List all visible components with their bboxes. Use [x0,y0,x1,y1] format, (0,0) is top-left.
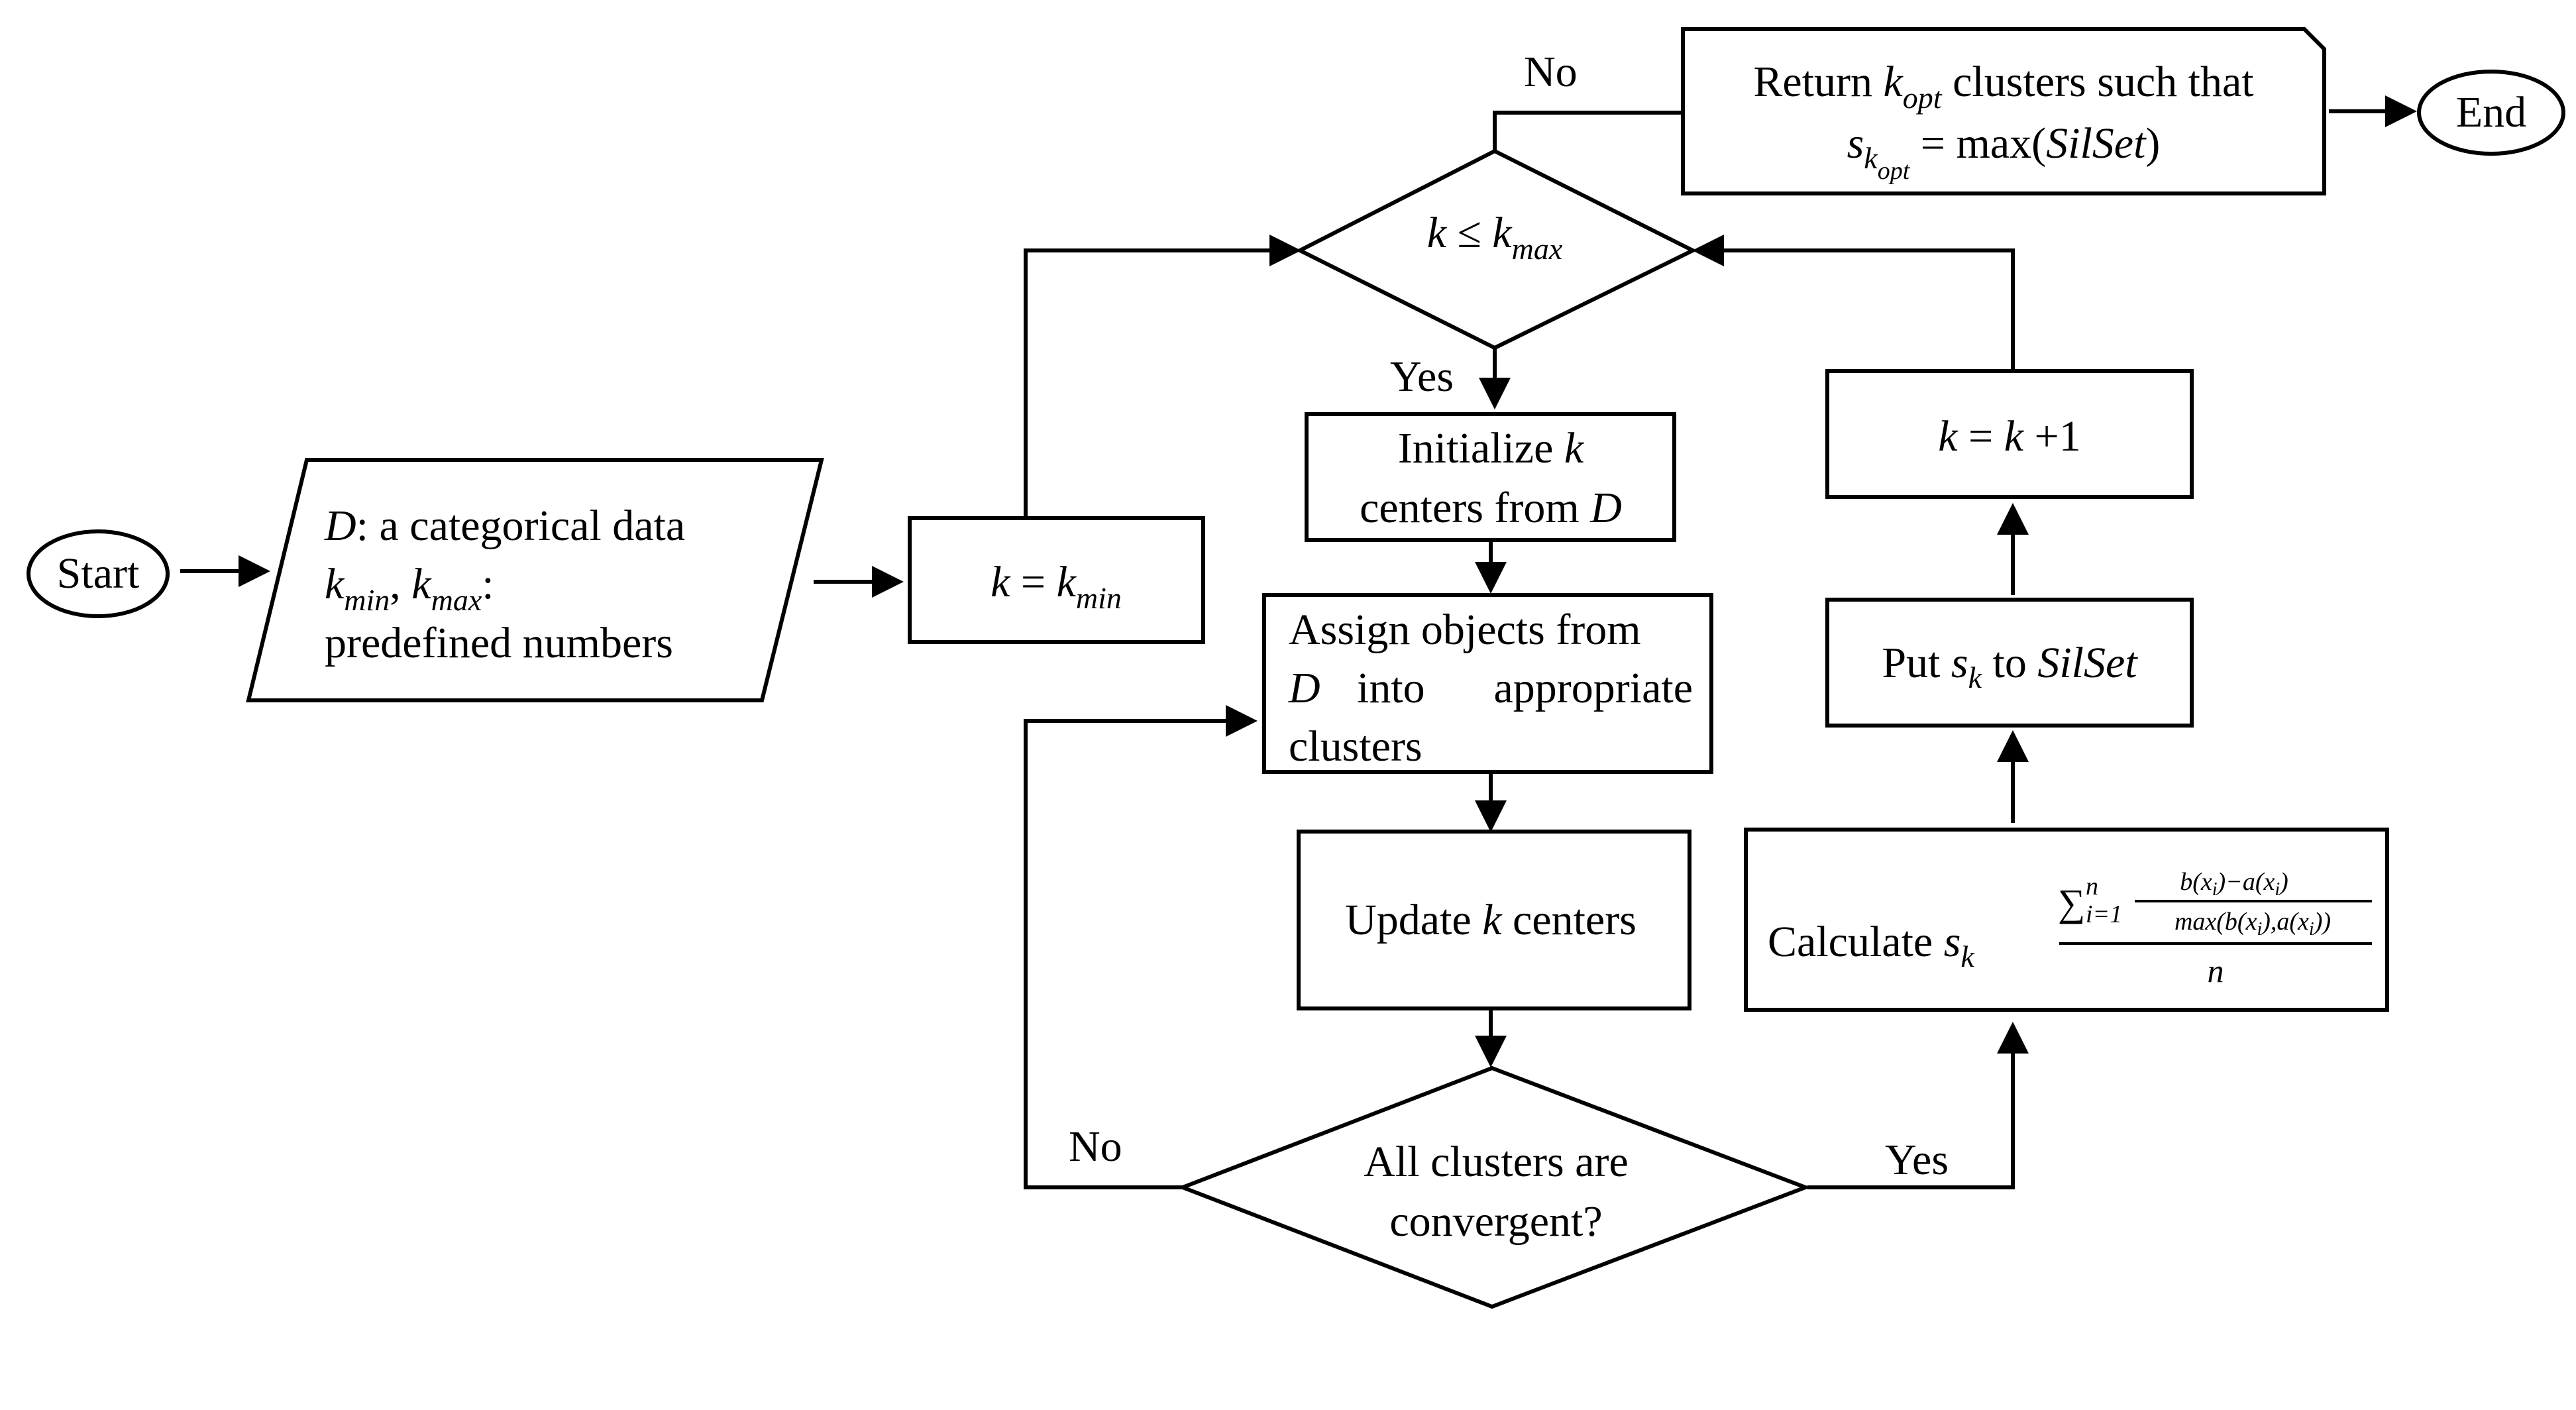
init-kmin-label: k = kmin [991,558,1122,615]
decision-convergent [1177,1065,1811,1309]
convergent-line1: All clusters are [1364,1138,1629,1186]
edge-convergent-no-to-assign [1024,705,1258,1189]
silhouette-formula: ∑ n i=1 b(xi)−a(xi) max(b(xi),a(xi)) n [2058,868,2372,989]
end-terminal [2417,70,2565,156]
calculate-box [1744,828,2389,1012]
formula-sum-sub: i=1 [2086,900,2122,928]
formula-n: n [2208,952,2224,989]
update-box [1297,830,1691,1010]
assign-line2-d: D [1288,664,1320,712]
decision-k-le-kmax [1295,148,1697,351]
return-box [1681,27,2326,195]
label-yes-mid: Yes [1390,352,1454,401]
input-line3: predefined numbers [325,619,673,667]
initialize-line2: centers from D [1360,484,1622,532]
assign-box [1262,593,1713,774]
formula-denominator: max(b(xi),a(xi)) [2174,908,2331,940]
update-label: Update k centers [1345,896,1637,944]
formula-sum: ∑ [2058,881,2085,924]
input-line1: D: a categorical data [324,502,685,550]
init-kmin-box [908,516,1205,644]
assign-line3: clusters [1289,722,1422,771]
assign-line2-appropriate: appropriate [1493,664,1693,712]
input-line2: kmin, kmax: [325,560,494,617]
decision-k-le-kmax-label: k ≤ kmax [1427,209,1563,266]
increment-box [1825,369,2194,499]
edge-kmin-to-decision [1024,235,1301,517]
return-line1: Return kopt clusters such that [1753,58,2253,115]
end-label: End [2456,88,2526,136]
start-label: Start [57,549,140,598]
assign-line1: Assign objects from [1289,606,1641,654]
initialize-line1: Initialize k [1398,424,1585,472]
edge-convergent-yes-to-calculate [1807,1022,2029,1189]
put-box [1825,598,2194,728]
put-label: Put sk to SilSet [1882,639,2138,694]
formula-numerator: b(xi)−a(xi) [2180,868,2288,900]
label-yes-bottom: Yes [1885,1136,1949,1184]
input-parallelogram [246,458,824,702]
increment-label: k = k +1 [1938,412,2081,461]
assign-line2-into: into [1357,664,1425,712]
return-line2: skopt = max(SilSet) [1847,119,2161,185]
edge-decision-no-to-return [1493,111,1683,151]
edge-increment-to-decision [1692,235,2015,370]
label-no-top: No [1524,48,1578,96]
initialize-box [1305,412,1676,542]
formula-sum-sup: n [2086,873,2098,900]
calculate-label: Calculate sk [1768,918,1975,973]
convergent-line2: convergent? [1389,1197,1602,1246]
start-terminal [27,529,170,618]
label-no-bottom: No [1069,1122,1122,1171]
